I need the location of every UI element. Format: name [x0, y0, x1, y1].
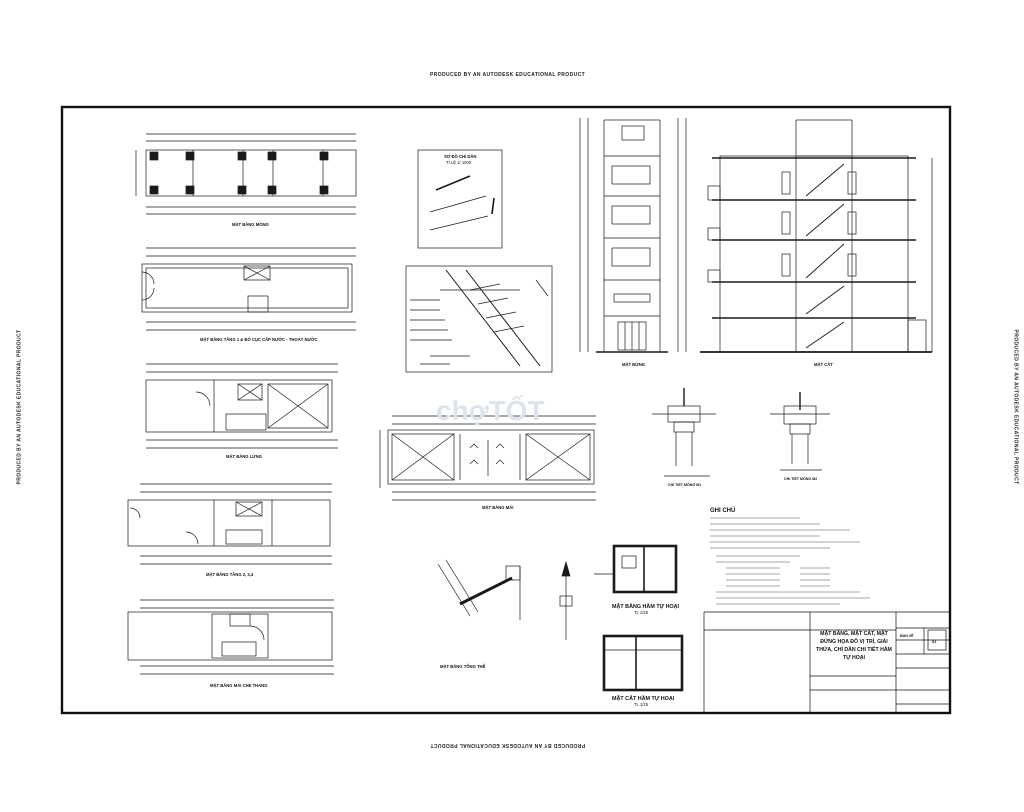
footing-detail-2	[770, 392, 830, 471]
title-block-sheet-number: 01	[932, 639, 937, 644]
ground-floor-plan	[141, 247, 356, 331]
floors-2-3-plan	[127, 483, 332, 565]
mezzanine-plan	[145, 363, 338, 449]
drawing-border	[60, 105, 952, 715]
site-map	[417, 149, 503, 249]
title-block	[703, 611, 950, 713]
label-front-elevation: MẶT ĐỨNG	[622, 362, 645, 367]
notes-block	[710, 517, 870, 605]
label-floors-2-3-plan: MẶT BẰNG TẦNG 2, 3,4	[206, 572, 254, 577]
watermark-top: PRODUCED BY AN AUTODESK EDUCATIONAL PROD…	[430, 72, 586, 78]
label-septic-plan: MẶT BẰNG HẦM TỰ HOẠI	[612, 602, 680, 610]
front-elevation	[579, 118, 687, 353]
label-foundation-plan: MẶT BẰNG MÓNG	[232, 222, 269, 227]
footing-detail-1	[652, 388, 716, 477]
title-block-sheet-label: BẢN VẼ	[900, 633, 914, 638]
label-stair-roof-plan: MẶT BẰNG MÁI CHE THANG	[210, 683, 267, 688]
watermark-bottom: PRODUCED BY AN AUTODESK EDUCATIONAL PROD…	[430, 742, 586, 748]
site-map-title: SƠ ĐỒ CHỈ DẪN	[444, 154, 476, 159]
label-septic-scale-2: TL 1/25	[634, 702, 649, 707]
watermark-left: PRODUCED BY AN AUTODESK EDUCATIONAL PROD…	[16, 329, 23, 485]
chotot-watermark: chợTỐT	[436, 394, 545, 426]
label-detail-1: CHI TIẾT MÓNG M1	[668, 482, 701, 487]
label-section: MẶT CẮT	[814, 362, 833, 367]
septic-tank-section	[602, 634, 684, 692]
roof-plan	[379, 415, 596, 501]
label-roof-plan: MẶT BẰNG MÁI	[482, 505, 513, 510]
label-site-plan: MẶT BẰNG TỔNG THỂ	[440, 664, 486, 669]
label-ground-floor-plan: MẶT BẰNG TẦNG 1 & BỐ CỤC CẤP NƯỚC - THOÁ…	[200, 337, 318, 342]
foundation-plan	[135, 133, 357, 215]
label-mezzanine-plan: MẶT BẰNG LỬNG	[226, 454, 262, 459]
lot-plan	[405, 265, 553, 373]
site-plan-bottom	[437, 559, 521, 620]
septic-tank-plan	[594, 544, 678, 594]
north-arrow	[559, 560, 573, 640]
label-septic-section: MẶT CẮT HẦM TỰ HOẠI	[612, 694, 675, 702]
title-block-main-title: MẶT BẰNG, MẶT CẮT, MẶT ĐỨNG HỌA ĐỒ VỊ TR…	[816, 631, 892, 661]
label-detail-2: CHI TIẾT MÓNG M2	[784, 476, 817, 481]
building-section	[700, 119, 933, 353]
watermark-right: PRODUCED BY AN AUTODESK EDUCATIONAL PROD…	[1012, 329, 1019, 485]
site-map-scale: TỈ LỆ 1/ 1000	[446, 160, 472, 165]
stair-roof-plan	[127, 599, 334, 675]
notes-title: GHI CHÚ	[710, 507, 735, 514]
label-septic-scale-1: TL 1/25	[634, 610, 649, 615]
